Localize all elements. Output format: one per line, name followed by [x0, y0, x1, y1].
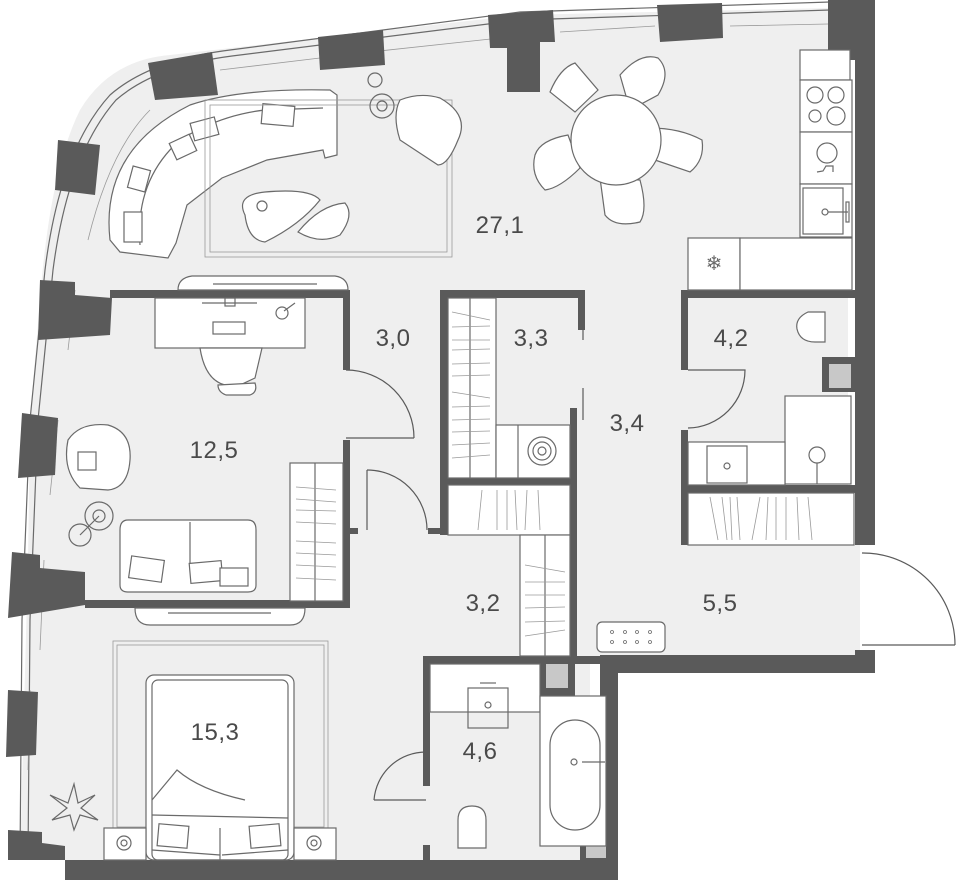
- entrance-door-icon: [861, 552, 956, 646]
- sofa-icon: [119, 519, 257, 593]
- room-area-study: 12,5: [189, 437, 239, 464]
- room-area-corridor-2: 3,2: [465, 590, 501, 617]
- dining-table-icon: [533, 56, 704, 225]
- doors: [345, 310, 746, 801]
- office-chair-icon: [199, 347, 263, 396]
- coffee-table-icon: [241, 190, 350, 243]
- room-area-hall: 3,4: [609, 410, 645, 437]
- walls: [6, 0, 875, 880]
- shoe-rack-icon: [596, 621, 666, 653]
- washing-machine-icon: [687, 441, 786, 486]
- bed-icon: [145, 674, 295, 861]
- wardrobe-icon: [447, 484, 571, 657]
- nightstand-icon: [103, 827, 337, 861]
- sink-icon: [802, 187, 850, 235]
- room-area-bedroom: 15,3: [190, 719, 240, 746]
- svg-text:❄: ❄: [706, 251, 723, 275]
- wardrobe-icon: [447, 297, 571, 479]
- toilet-icon: [457, 805, 487, 849]
- shower-icon: [784, 395, 852, 485]
- room-area-living-kitchen: 27,1: [475, 212, 525, 239]
- plant-icon: [49, 781, 99, 832]
- room-area-corridor: 3,0: [375, 325, 411, 352]
- boiler-icon: [527, 436, 557, 466]
- kitchen-counter: ❄: [687, 49, 853, 291]
- toilet-icon: [796, 311, 826, 343]
- fridge-icon: ❄: [706, 251, 723, 275]
- tv-icon: [134, 607, 306, 626]
- rug-icon: [204, 99, 453, 258]
- room-area-entrance: 5,5: [702, 590, 738, 617]
- stove-icon: [806, 86, 846, 126]
- ventilation-shafts: [546, 364, 851, 858]
- armchair-icon: [65, 423, 131, 491]
- floor-lamp-icon: [367, 72, 395, 119]
- room-area-wardrobe: 3,3: [513, 325, 549, 352]
- tv-icon: [177, 275, 349, 291]
- dishwasher-icon: [816, 142, 838, 173]
- sofa-icon: [108, 89, 338, 259]
- bathtub-icon: [539, 695, 607, 847]
- desk-icon: [154, 297, 306, 349]
- floor-lamp-icon: [68, 501, 114, 547]
- washbasin-icon: [429, 663, 541, 729]
- armchair-icon: [395, 94, 462, 166]
- wardrobe-icon: [687, 492, 855, 546]
- wardrobe-icon: [289, 462, 344, 602]
- room-area-bathroom: 4,6: [462, 738, 498, 765]
- room-area-wc-laundry: 4,2: [713, 325, 749, 352]
